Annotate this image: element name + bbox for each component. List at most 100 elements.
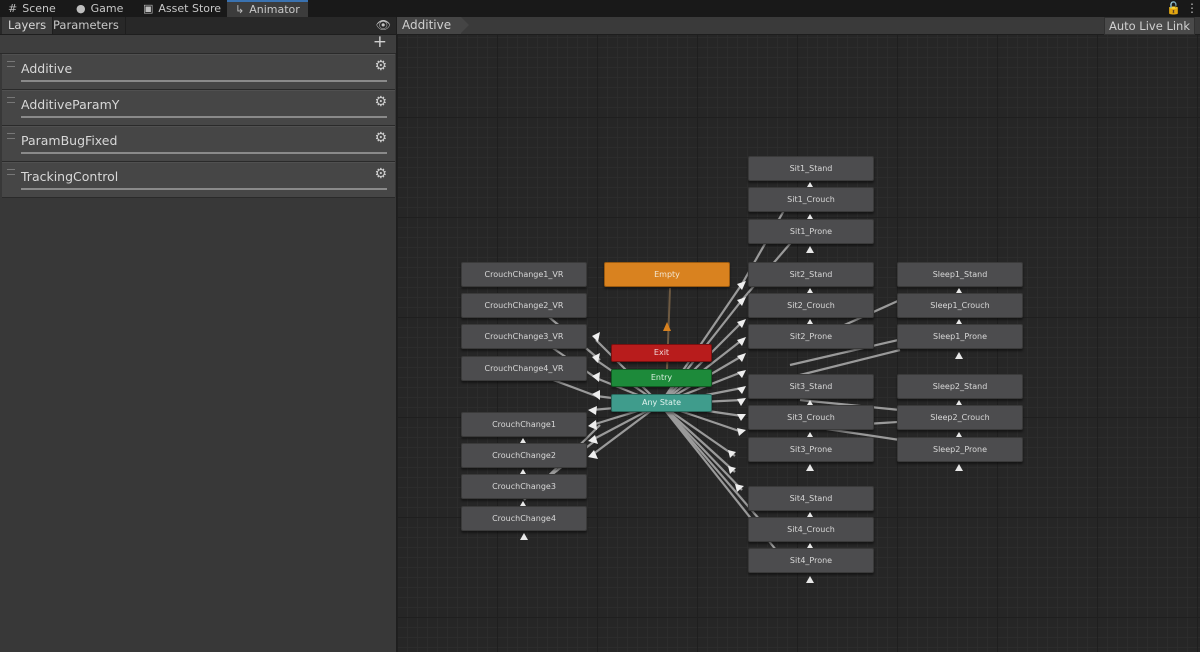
transition-line[interactable] bbox=[591, 403, 661, 456]
arrow-icon bbox=[728, 450, 736, 458]
breadcrumb-item[interactable]: Additive bbox=[397, 17, 470, 34]
arrow-icon bbox=[520, 533, 528, 540]
arrow-icon bbox=[592, 332, 600, 342]
layer-item[interactable]: TrackingControl ⚙ bbox=[2, 162, 395, 198]
gamepad-icon: ● bbox=[76, 2, 86, 15]
state-crouchchange2[interactable]: CrouchChange2 bbox=[461, 443, 587, 468]
transition-line[interactable] bbox=[659, 321, 743, 405]
state-crouchchange3[interactable]: CrouchChange3 bbox=[461, 474, 587, 499]
state-sit3-stand[interactable]: Sit3_Stand bbox=[748, 374, 874, 399]
gear-icon[interactable]: ⚙ bbox=[374, 94, 387, 110]
eye-icon[interactable]: 👁 bbox=[375, 18, 391, 32]
state-sleep1-prone[interactable]: Sleep1_Prone bbox=[897, 324, 1023, 349]
state-sit2-crouch[interactable]: Sit2_Crouch bbox=[748, 293, 874, 318]
layer-name: ParamBugFixed bbox=[21, 133, 118, 148]
panel-tab-strip: Layers Parameters 👁 bbox=[0, 17, 396, 35]
tab-layers[interactable]: Layers bbox=[2, 17, 54, 34]
arrow-icon bbox=[520, 469, 526, 474]
state-crouchchange3-vr[interactable]: CrouchChange3_VR bbox=[461, 324, 587, 349]
drag-handle-icon[interactable] bbox=[7, 133, 15, 139]
arrow-icon bbox=[807, 512, 813, 517]
arrow-icon bbox=[737, 414, 746, 421]
arrow-icon bbox=[807, 432, 813, 437]
state-sleep1-stand[interactable]: Sleep1_Stand bbox=[897, 262, 1023, 287]
state-crouchchange4[interactable]: CrouchChange4 bbox=[461, 506, 587, 531]
arrow-icon bbox=[663, 322, 671, 331]
transition-line[interactable] bbox=[659, 403, 736, 473]
arrow-icon bbox=[728, 466, 736, 474]
arrow-icon bbox=[592, 390, 600, 400]
animator-icon: ↳ bbox=[235, 3, 245, 16]
arrow-icon bbox=[807, 214, 813, 219]
arrow-icon bbox=[806, 246, 814, 253]
arrow-icon bbox=[956, 288, 962, 293]
state-any-state[interactable]: Any State bbox=[611, 394, 712, 412]
transition-line[interactable] bbox=[659, 403, 736, 457]
arrow-icon bbox=[956, 400, 962, 405]
state-exit[interactable]: Exit bbox=[611, 344, 712, 362]
state-sit4-crouch[interactable]: Sit4_Crouch bbox=[748, 517, 874, 542]
state-sit1-prone[interactable]: Sit1_Prone bbox=[748, 219, 874, 244]
drag-handle-icon[interactable] bbox=[7, 97, 15, 103]
arrow-icon bbox=[737, 297, 746, 306]
state-sit4-prone[interactable]: Sit4_Prone bbox=[748, 548, 874, 573]
grid-icon: # bbox=[8, 2, 18, 15]
arrow-icon bbox=[592, 372, 600, 382]
auto-live-link-button[interactable]: Auto Live Link bbox=[1103, 17, 1195, 35]
arrow-icon bbox=[588, 450, 598, 459]
state-sit4-stand[interactable]: Sit4_Stand bbox=[748, 486, 874, 511]
state-crouchchange2-vr[interactable]: CrouchChange2_VR bbox=[461, 293, 587, 318]
drag-handle-icon[interactable] bbox=[7, 61, 15, 67]
tab-scene[interactable]: #Scene bbox=[8, 2, 56, 15]
layer-item[interactable]: AdditiveParamY ⚙ bbox=[2, 90, 395, 126]
state-sit1-crouch[interactable]: Sit1_Crouch bbox=[748, 187, 874, 212]
tab-animator[interactable]: ↳Animator bbox=[227, 0, 308, 17]
arrow-icon bbox=[520, 438, 526, 443]
layer-weight-bar bbox=[21, 116, 387, 118]
state-sit1-stand[interactable]: Sit1_Stand bbox=[748, 156, 874, 181]
layer-item[interactable]: ParamBugFixed ⚙ bbox=[2, 126, 395, 162]
arrow-icon bbox=[737, 319, 746, 328]
arrow-icon bbox=[737, 370, 746, 378]
state-sleep1-crouch[interactable]: Sleep1_Crouch bbox=[897, 293, 1023, 318]
layers-panel: Layers Parameters 👁 + Additive ⚙ Additiv… bbox=[0, 17, 397, 652]
arrow-icon bbox=[955, 464, 963, 471]
layer-weight-bar bbox=[21, 80, 387, 82]
layer-item[interactable]: Additive ⚙ bbox=[2, 54, 395, 90]
arrow-icon bbox=[807, 288, 813, 293]
state-sleep2-prone[interactable]: Sleep2_Prone bbox=[897, 437, 1023, 462]
layer-weight-bar bbox=[21, 188, 387, 190]
tab-asset-store[interactable]: ▣Asset Store bbox=[143, 2, 222, 15]
state-sit2-stand[interactable]: Sit2_Stand bbox=[748, 262, 874, 287]
arrow-icon bbox=[737, 398, 746, 406]
tab-game[interactable]: ●Game bbox=[76, 2, 124, 15]
add-layer-button[interactable]: + bbox=[372, 32, 387, 52]
state-empty[interactable]: Empty bbox=[604, 262, 730, 287]
more-options-icon[interactable]: ⋮ bbox=[1186, 1, 1198, 15]
state-crouchchange1-vr[interactable]: CrouchChange1_VR bbox=[461, 262, 587, 287]
gear-icon[interactable]: ⚙ bbox=[374, 166, 387, 182]
gear-icon[interactable]: ⚙ bbox=[374, 130, 387, 146]
state-crouchchange4-vr[interactable]: CrouchChange4_VR bbox=[461, 356, 587, 381]
arrow-icon bbox=[737, 281, 746, 290]
arrow-icon bbox=[807, 543, 813, 548]
arrow-icon bbox=[737, 386, 746, 394]
state-sit3-prone[interactable]: Sit3_Prone bbox=[748, 437, 874, 462]
gear-icon[interactable]: ⚙ bbox=[374, 58, 387, 74]
state-crouchchange1[interactable]: CrouchChange1 bbox=[461, 412, 587, 437]
tab-parameters[interactable]: Parameters bbox=[47, 17, 126, 34]
layer-toolbar: + bbox=[0, 32, 396, 54]
layer-name: AdditiveParamY bbox=[21, 97, 120, 112]
state-entry[interactable]: Entry bbox=[611, 369, 712, 387]
layer-name: TrackingControl bbox=[21, 169, 119, 184]
lock-icon[interactable]: 🔓 bbox=[1166, 1, 1181, 15]
state-sleep2-stand[interactable]: Sleep2_Stand bbox=[897, 374, 1023, 399]
arrow-icon bbox=[588, 420, 597, 430]
state-sit2-prone[interactable]: Sit2_Prone bbox=[748, 324, 874, 349]
arrow-icon bbox=[955, 352, 963, 359]
drag-handle-icon[interactable] bbox=[7, 169, 15, 175]
breadcrumb: Additive Auto Live Link bbox=[397, 17, 1200, 35]
state-sleep2-crouch[interactable]: Sleep2_Crouch bbox=[897, 405, 1023, 430]
state-sit3-crouch[interactable]: Sit3_Crouch bbox=[748, 405, 874, 430]
arrow-icon bbox=[806, 576, 814, 583]
